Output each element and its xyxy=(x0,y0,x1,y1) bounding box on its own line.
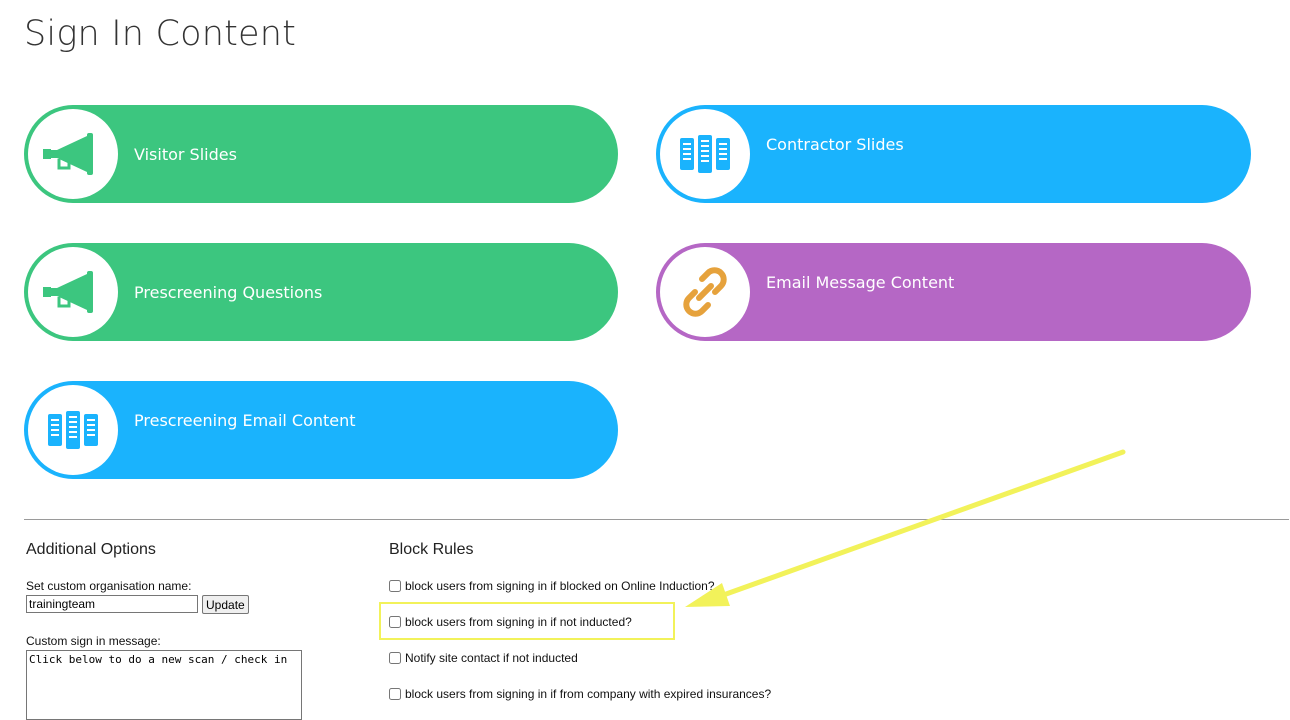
rule-checkbox[interactable] xyxy=(389,652,401,664)
megaphone-icon xyxy=(43,271,93,313)
rule-not-inducted[interactable]: block users from signing in if not induc… xyxy=(389,615,632,629)
columns-icon xyxy=(680,135,730,173)
rule-label: block users from signing in if blocked o… xyxy=(405,579,715,593)
columns-icon xyxy=(48,411,98,449)
block-rules-heading: Block Rules xyxy=(389,541,474,558)
tile-icon-circle xyxy=(28,385,118,475)
rule-blocked-online-induction[interactable]: block users from signing in if blocked o… xyxy=(389,579,715,593)
tile-icon-circle xyxy=(28,247,118,337)
tile-visitor-slides[interactable]: Visitor Slides xyxy=(24,105,618,203)
tile-prescreening-email-content[interactable]: Prescreening Email Content xyxy=(24,381,618,479)
rule-checkbox[interactable] xyxy=(389,580,401,592)
tile-label: Prescreening Email Content xyxy=(134,411,356,430)
highlight-box xyxy=(379,602,675,640)
tile-label: Email Message Content xyxy=(766,273,955,292)
org-name-label: Set custom organisation name: xyxy=(26,579,192,593)
rule-label: block users from signing in if from comp… xyxy=(405,687,772,701)
rule-checkbox[interactable] xyxy=(389,616,401,628)
megaphone-icon xyxy=(43,133,93,175)
tile-icon-circle xyxy=(28,109,118,199)
update-button[interactable]: Update xyxy=(202,595,249,614)
page-title: Sign In Content xyxy=(24,14,297,54)
tile-contractor-slides[interactable]: Contractor Slides xyxy=(656,105,1251,203)
rule-label: block users from signing in if not induc… xyxy=(405,615,632,629)
additional-options-heading: Additional Options xyxy=(26,541,156,558)
tile-prescreening-questions[interactable]: Prescreening Questions xyxy=(24,243,618,341)
message-label: Custom sign in message: xyxy=(26,634,161,648)
rule-checkbox[interactable] xyxy=(389,688,401,700)
link-icon xyxy=(683,267,727,317)
sign-in-message-textarea[interactable]: Click below to do a new scan / check in xyxy=(26,650,302,720)
tile-icon-circle xyxy=(660,109,750,199)
rule-label: Notify site contact if not inducted xyxy=(405,651,578,665)
tile-label: Contractor Slides xyxy=(766,135,904,154)
tile-icon-circle xyxy=(660,247,750,337)
org-name-input[interactable] xyxy=(26,595,198,613)
section-divider xyxy=(24,519,1289,520)
rule-expired-insurances[interactable]: block users from signing in if from comp… xyxy=(389,687,771,701)
rule-notify-site-contact[interactable]: Notify site contact if not inducted xyxy=(389,651,578,665)
tile-label: Visitor Slides xyxy=(134,145,237,164)
tile-email-message-content[interactable]: Email Message Content xyxy=(656,243,1251,341)
tile-label: Prescreening Questions xyxy=(134,283,323,302)
